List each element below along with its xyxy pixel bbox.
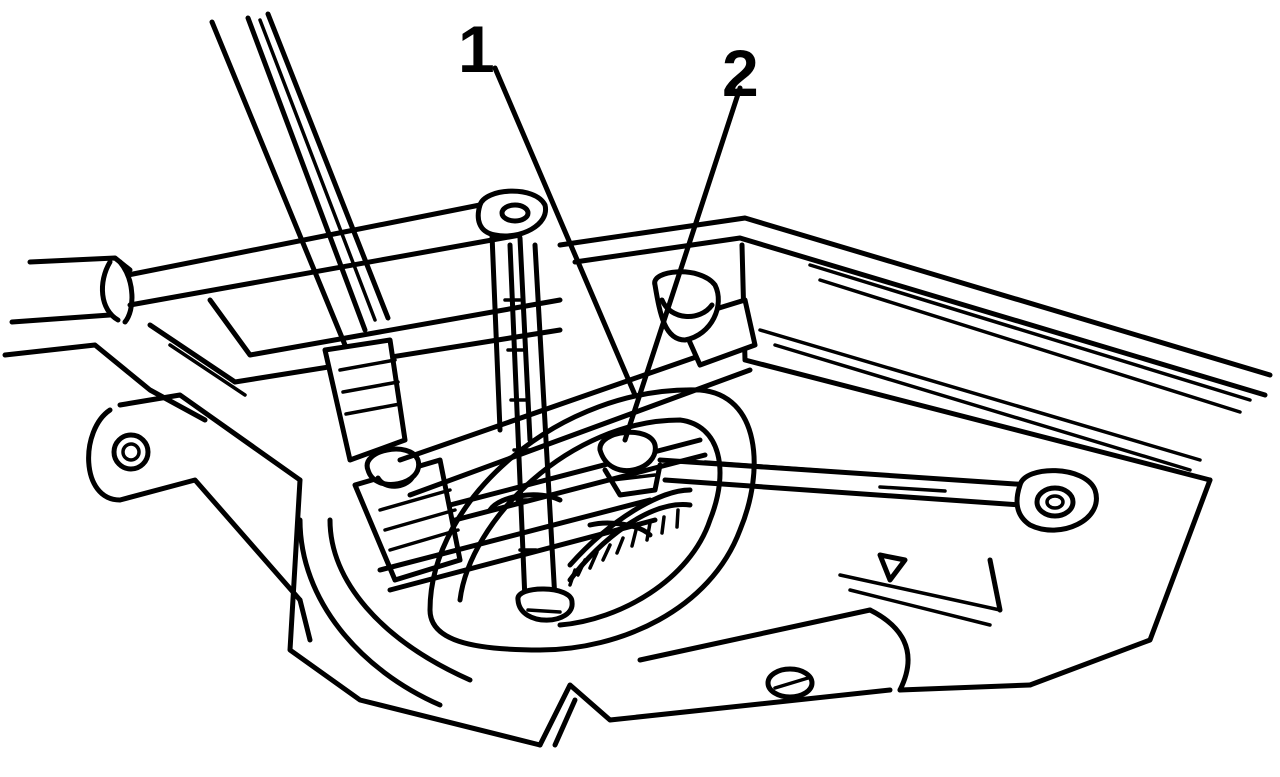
upper-lever-arm (125, 188, 548, 443)
pivot-knob (652, 269, 721, 343)
cable-bundle (209, 11, 391, 348)
leader-line-2 (622, 85, 743, 443)
leader-lines (492, 65, 743, 443)
main-bracket (86, 392, 911, 748)
callout-label-2: 2 (722, 36, 759, 110)
adjustment-rod (503, 242, 575, 623)
spring-clamp (322, 337, 463, 583)
inner-edges (147, 297, 563, 397)
leader-line-1 (492, 65, 638, 398)
callout-label-1: 1 (458, 12, 495, 86)
gear-sector (427, 387, 757, 653)
right-link-arm (657, 457, 1099, 533)
housing-tray (557, 215, 1273, 693)
left-tube (2, 255, 208, 423)
adjusting-screw (597, 429, 663, 498)
